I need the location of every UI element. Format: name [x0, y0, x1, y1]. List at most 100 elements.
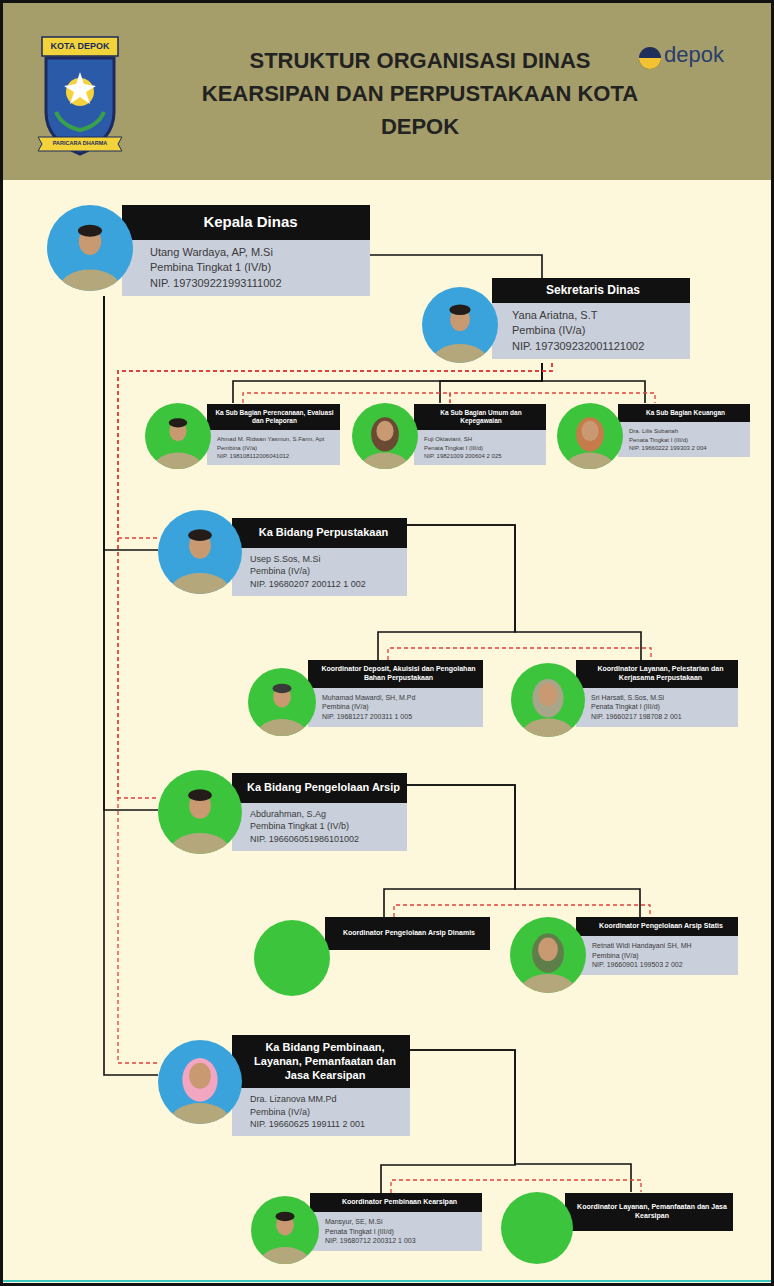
chart-title: STRUKTUR ORGANISASI DINAS KEARSIPAN DAN … [200, 44, 640, 143]
position-title: Ka Bidang Pengelolaan Arsip [246, 781, 401, 795]
portrait-photo [47, 205, 133, 291]
card-header: Koordinator Layanan, Pemanfaatan dan Jas… [565, 1193, 733, 1231]
rank-grade: Pembina Tingkat 1 (IV/b) [250, 820, 349, 833]
card-panel: Koordinator Deposit, Akuisisi dan Pengol… [308, 660, 483, 727]
portrait-photo [510, 917, 586, 993]
employee-id: NIP. 197309221993111002 [150, 276, 282, 291]
card-body: Muhamad Mawardi, SH, M.PdPembina (IV/a)N… [308, 688, 483, 727]
card-body: Yana Ariatna, S.TPembina (IV/a)NIP. 1973… [492, 303, 690, 359]
portrait-photo [352, 403, 418, 469]
uniform [521, 719, 574, 738]
position-title: Koordinator Deposit, Akuisisi dan Pengol… [320, 665, 477, 683]
position-title: Kepala Dinas [137, 213, 364, 232]
org-card: Koordinator Deposit, Akuisisi dan Pengol… [248, 660, 483, 736]
portrait-figure [521, 679, 574, 737]
org-card: Ka Sub Bagian Umum dan KepegawaianFuji O… [352, 403, 546, 469]
card-body: Retnati Widi Handayani SH, MHPembina (IV… [576, 936, 738, 975]
person-name: Sri Harsati, S.Sos, M.Si [591, 693, 664, 703]
card-header: Koordinator Layanan, Pelestarian dan Ker… [576, 660, 738, 688]
portrait-photo [158, 770, 242, 854]
hair [449, 304, 470, 315]
position-title: Koordinator Layanan, Pemanfaatan dan Jas… [577, 1203, 727, 1221]
reporting-line [410, 1050, 631, 1192]
uniform [258, 719, 307, 736]
employee-id: NIP. 19680207 200112 1 002 [250, 578, 366, 591]
card-body: Abdurahman, S.AgPembina Tingkat 1 (IV/b)… [232, 803, 407, 851]
card-body: Utang Wardaya, AP, M.SiPembina Tingkat 1… [122, 240, 370, 296]
reporting-line [440, 363, 542, 403]
card-body: Dra. Lizanova MM.PdPembina (IV/a)NIP. 19… [232, 1088, 410, 1136]
rank-grade: Pembina (IV/a) [250, 1106, 310, 1119]
coordination-line [450, 393, 655, 403]
card-header: Koordinator Pengelolaan Arsip Statis [576, 917, 738, 936]
portrait-photo [251, 1196, 319, 1264]
hair [272, 684, 291, 694]
face [376, 421, 393, 441]
card-header: Ka Sub Bagian Perencanaan, Evaluasi dan … [207, 404, 340, 430]
logo-badge [42, 37, 118, 56]
bottom-rule [3, 1280, 771, 1282]
card-panel: Koordinator Pengelolaan Arsip StatisRetn… [576, 917, 738, 975]
position-title: Koordinator Pembinaan Kearsipan [323, 1198, 476, 1207]
card-panel: Koordinator Pengelolaan Arsip Dinamis [325, 917, 490, 950]
face [538, 938, 558, 962]
coordination-line [118, 363, 552, 798]
hair [275, 1212, 294, 1222]
uniform [261, 1247, 310, 1264]
position-title: Koordinator Pengelolaan Arsip Statis [590, 922, 732, 931]
header-band [0, 0, 774, 180]
coordination-line [394, 905, 650, 917]
portrait-ground [501, 1192, 573, 1264]
card-header: Sekretaris Dinas [492, 278, 690, 303]
card-panel: Koordinator Pembinaan KearsipanMansyur, … [310, 1193, 482, 1251]
reporting-line [104, 296, 158, 1075]
headscarf [576, 417, 604, 451]
portrait-photo [501, 1192, 573, 1264]
uniform [154, 453, 202, 470]
portrait-figure [170, 789, 230, 854]
person-name: Usep S.Sos, M.Si [250, 553, 321, 566]
reporting-line [104, 296, 158, 810]
portrait-figure [361, 417, 409, 469]
org-card: Ka Sub Bagian Perencanaan, Evaluasi dan … [145, 403, 340, 469]
coordination-line [118, 363, 552, 1063]
card-panel: Ka Sub Bagian Perencanaan, Evaluasi dan … [207, 404, 340, 465]
portrait-photo [511, 663, 585, 737]
position-title: Koordinator Pengelolaan Arsip Dinamis [334, 929, 484, 938]
logo-ribbon [38, 137, 122, 151]
employee-id: NIP. 19681217 200311 1 005 [322, 712, 412, 722]
org-card: Ka Bidang PerpustakaanUsep S.Sos, M.SiPe… [158, 510, 407, 596]
reporting-line [542, 363, 645, 403]
org-card: Ka Sub Bagian KeuanganDra. Lilis Sobaria… [557, 403, 750, 469]
person-name: Utang Wardaya, AP, M.Si [150, 245, 273, 260]
card-header: Ka Bidang Perpustakaan [232, 518, 407, 548]
card-header: Koordinator Pengelolaan Arsip Dinamis [325, 917, 490, 950]
headscarf [532, 679, 563, 717]
employee-id: NIP. 19660901 199503 2 002 [592, 960, 683, 970]
coordination-line [243, 393, 450, 403]
face [581, 421, 598, 441]
card-body: Fuji Oktaviani, SHPenata Tingkat I (III/… [414, 430, 546, 465]
reporting-line [233, 363, 542, 403]
card-body: Ahmad M. Ridwan Yasmun, S.Farm, AptPembi… [207, 430, 340, 465]
position-title: Koordinator Layanan, Pelestarian dan Ker… [589, 665, 732, 683]
org-card: Ka Bidang Pengelolaan ArsipAbdurahman, S… [158, 770, 407, 854]
org-card: Koordinator Pengelolaan Arsip Dinamis [254, 917, 490, 996]
card-body: Mansyur, SE, M.SiPenata Tingkat I (III/d… [310, 1212, 482, 1251]
logo-badge-text: KOTA DEPOK [42, 41, 118, 52]
card-body: Dra. Lilis SobariahPenata Tingkat I (III… [618, 422, 750, 457]
reporting-line [370, 255, 542, 278]
rank-grade: Pembina Tingkat 1 (IV/b) [150, 260, 271, 275]
logo-star [64, 72, 96, 104]
uniform [170, 1103, 230, 1124]
rank-grade: Penata Tingkat I (III/d) [325, 1227, 394, 1237]
position-title: Ka Sub Bagian Perencanaan, Evaluasi dan … [215, 409, 334, 425]
employee-id: NIP. 197309232001121002 [512, 339, 644, 354]
card-panel: Ka Sub Bagian Umum dan KepegawaianFuji O… [414, 404, 546, 465]
employee-id: NIP. 19660217 198708 2 001 [591, 712, 682, 722]
portrait-photo [158, 1040, 242, 1124]
person-name: Abdurahman, S.Ag [250, 808, 326, 821]
rank-grade: Penata Tingkat I (III/d) [591, 702, 660, 712]
org-card: Koordinator Layanan, Pemanfaatan dan Jas… [501, 1192, 733, 1264]
